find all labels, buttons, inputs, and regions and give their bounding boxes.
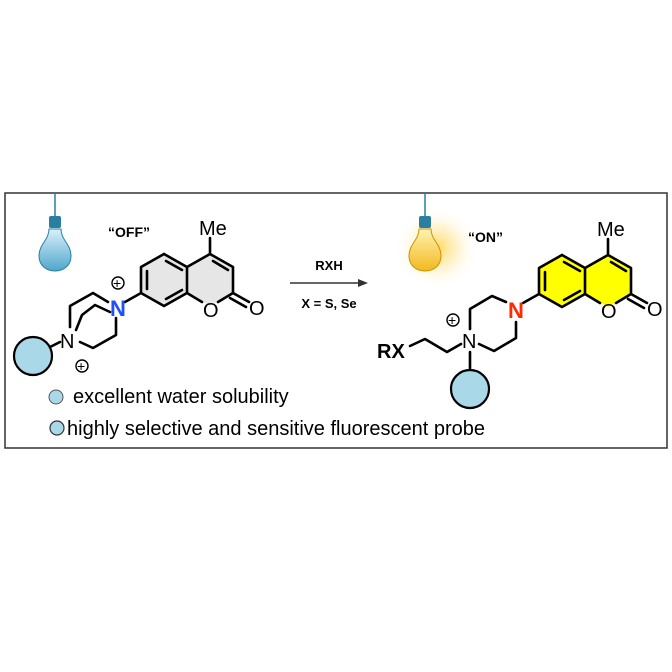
bullet-icon xyxy=(49,420,65,436)
rx-label: RX xyxy=(377,341,405,363)
charge-circle xyxy=(446,313,460,327)
coumarin-off: Me O O N + N + xyxy=(12,218,265,377)
charge-circle xyxy=(111,276,125,290)
n-plus-on: N xyxy=(462,331,476,353)
charge-circle xyxy=(75,359,89,373)
frame xyxy=(4,192,668,449)
bullet-item: highly selective and sensitive fluoresce… xyxy=(67,418,485,440)
bullet-item: excellent water solubility xyxy=(73,386,289,408)
on-label: “ON” xyxy=(468,229,503,245)
condition-label: X = S, Se xyxy=(301,296,356,311)
coumarin-on: Me O O N N + RX xyxy=(377,219,663,410)
lightbulb-off-icon xyxy=(38,193,72,272)
reaction-arrow xyxy=(290,279,368,287)
off-label: “OFF” xyxy=(108,224,150,240)
charge: + xyxy=(113,275,121,291)
ring-oxygen: O xyxy=(203,300,219,322)
n-plus-off: N xyxy=(110,296,126,321)
charge: + xyxy=(448,312,456,328)
polymer-bead xyxy=(449,368,491,410)
methyl-label: Me xyxy=(597,219,625,241)
bullet-list: excellent water solubility highly select… xyxy=(48,386,485,440)
bullet-icon xyxy=(48,389,64,405)
methyl-label: Me xyxy=(199,218,227,240)
n-amine-on: N xyxy=(508,298,524,323)
charge: + xyxy=(77,358,85,374)
reagent-label: RXH xyxy=(315,258,342,273)
n-plus-bottom: N xyxy=(60,331,74,353)
ring-oxygen: O xyxy=(601,301,617,323)
carbonyl-oxygen: O xyxy=(249,298,265,320)
lightbulb-on-icon xyxy=(408,193,442,272)
carbonyl-oxygen: O xyxy=(647,299,663,321)
polymer-bead xyxy=(12,335,54,377)
